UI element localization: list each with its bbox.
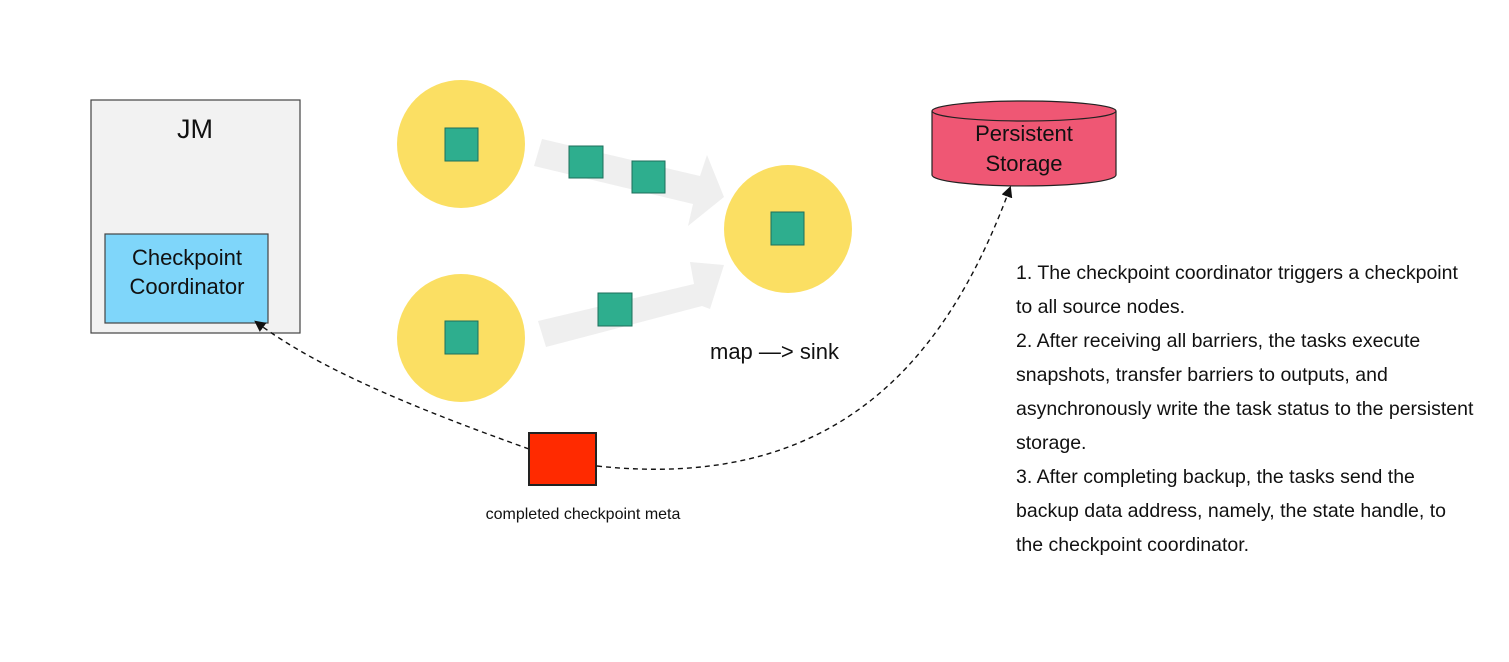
step-item: 2. After receiving all barriers, the tas… bbox=[1016, 330, 1474, 454]
source-task-top-barrier bbox=[444, 127, 479, 162]
checkpoint-coordinator-label-line2: Coordinator bbox=[130, 274, 245, 299]
checkpoint-coordinator-box bbox=[104, 233, 269, 324]
barrier-in-flight-2 bbox=[631, 160, 666, 194]
job-manager: JM Checkpoint Coordinator bbox=[90, 99, 301, 334]
step-item: 3. After completing backup, the tasks se… bbox=[1016, 466, 1446, 556]
barrier-in-flight-3 bbox=[597, 292, 633, 327]
persistent-storage-body bbox=[931, 111, 1117, 187]
persistent-storage: Persistent Storage bbox=[931, 100, 1117, 187]
persistent-storage-top bbox=[931, 100, 1117, 122]
persistent-storage-label-line1: Persistent bbox=[975, 121, 1073, 146]
source-task-bottom-barrier bbox=[444, 320, 479, 355]
ack-path-to-coordinator bbox=[254, 320, 530, 450]
completed-checkpoint-meta-box bbox=[528, 432, 597, 486]
step-item: 1. The checkpoint coordinator triggers a… bbox=[1016, 262, 1458, 318]
operator-label: map —> sink bbox=[710, 339, 840, 364]
checkpoint-coordinator-label-line1: Checkpoint bbox=[132, 245, 242, 270]
persistent-storage-label-line2: Storage bbox=[985, 151, 1062, 176]
job-manager-label: JM bbox=[177, 114, 213, 144]
completed-checkpoint-meta-label: completed checkpoint meta bbox=[486, 506, 681, 523]
map-sink-task-barrier bbox=[770, 211, 805, 246]
checkpoint-steps: 1. The checkpoint coordinator triggers a… bbox=[1016, 256, 1476, 562]
barrier-in-flight-1 bbox=[568, 145, 604, 179]
flow-arrow-top bbox=[534, 139, 724, 226]
